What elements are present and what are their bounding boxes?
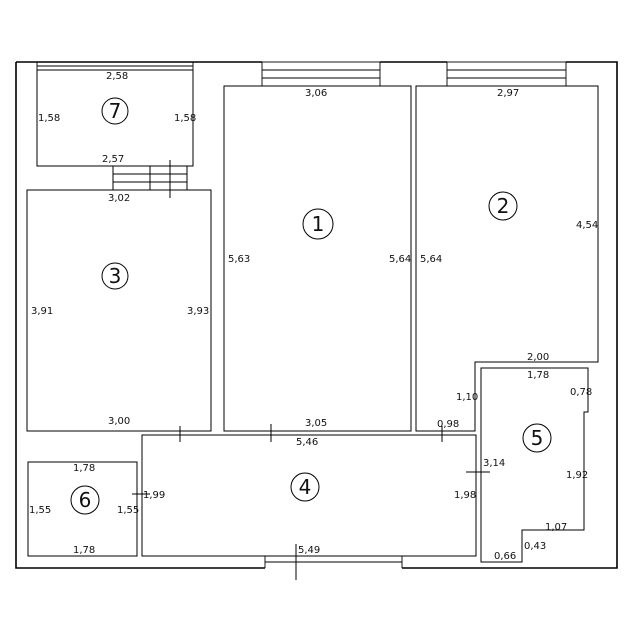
room-7-number: 7 bbox=[109, 99, 122, 123]
room-1-dim-bottom: 3,05 bbox=[305, 418, 327, 429]
room-6-dim-top: 1,78 bbox=[73, 463, 95, 474]
room-3: 3 3,02 3,91 3,93 3,00 bbox=[26, 189, 212, 432]
room-2-dim-bottom: 0,98 bbox=[437, 419, 459, 430]
room-5-dim-right: 1,92 bbox=[566, 470, 588, 481]
room-1-dim-top: 3,06 bbox=[305, 88, 327, 99]
room-1-number-circle bbox=[302, 208, 334, 240]
room-5-dim-top: 1,78 bbox=[527, 370, 549, 381]
room-1: 1 3,06 5,63 5,64 3,05 bbox=[223, 85, 412, 432]
window-room-7 bbox=[36, 61, 194, 71]
room-1-dim-left: 5,63 bbox=[228, 254, 250, 265]
room-3-dim-top: 3,02 bbox=[108, 193, 130, 204]
room-6-dim-left: 1,55 bbox=[29, 505, 51, 516]
room-5-dim-bottom: 0,66 bbox=[494, 551, 516, 562]
room-4-dim-bottom: 5,49 bbox=[298, 545, 320, 556]
room-5-number-circle bbox=[522, 423, 552, 453]
room-6-dim-bottom: 1,78 bbox=[73, 545, 95, 556]
room-3-number-circle bbox=[101, 262, 129, 290]
room-5-dim-left: 3,14 bbox=[483, 458, 505, 469]
room-6: 6 1,78 1,55 1,55 1,78 bbox=[27, 461, 139, 557]
room-7-number-circle bbox=[101, 97, 129, 125]
room-5-number: 5 bbox=[531, 426, 544, 450]
room-7-dim-bottom: 2,57 bbox=[102, 154, 124, 165]
room-7: 7 2,58 1,58 1,58 2,57 bbox=[36, 69, 196, 198]
room-2-dim-step: 2,00 bbox=[527, 352, 549, 363]
room-6-number: 6 bbox=[79, 488, 92, 512]
room-2-dim-inner: 1,10 bbox=[456, 392, 478, 403]
room-4-number: 4 bbox=[299, 475, 312, 499]
room-5-dim-step-inner: 0,43 bbox=[524, 541, 546, 552]
window-room-2 bbox=[446, 61, 567, 87]
room-2-dim-left: 5,64 bbox=[420, 254, 442, 265]
entrance-opening bbox=[264, 544, 403, 580]
room-3-dim-left: 3,91 bbox=[31, 306, 53, 317]
room-6-number-circle bbox=[70, 485, 100, 515]
room-1-dim-right: 5,64 bbox=[389, 254, 411, 265]
room-4-number-circle bbox=[290, 472, 320, 502]
room-4-dim-left: 1,99 bbox=[143, 490, 165, 501]
window-room-1 bbox=[261, 61, 381, 87]
room-6-dim-right: 1,55 bbox=[117, 505, 139, 516]
room-7-dim-top: 2,58 bbox=[106, 71, 128, 82]
room-4-dim-top: 5,46 bbox=[296, 437, 318, 448]
room-7-dim-right: 1,58 bbox=[174, 113, 196, 124]
room-5: 5 1,78 0,78 3,14 1,92 1,07 0,43 0,66 bbox=[480, 367, 592, 563]
outer-wall bbox=[15, 61, 618, 569]
room-2-number: 2 bbox=[497, 194, 510, 218]
room-1-number: 1 bbox=[312, 212, 325, 236]
room-2: 2 2,97 4,54 5,64 2,00 1,10 0,98 bbox=[415, 85, 599, 432]
room-4-dim-right: 1,98 bbox=[454, 490, 476, 501]
room-3-dim-right: 3,93 bbox=[187, 306, 209, 317]
room-3-number: 3 bbox=[109, 264, 122, 288]
room-2-dim-right: 4,54 bbox=[576, 220, 598, 231]
room-5-dim-notch: 0,78 bbox=[570, 387, 592, 398]
room-4: 4 5,46 1,99 1,98 5,49 bbox=[132, 424, 490, 557]
room-5-dim-step: 1,07 bbox=[545, 522, 567, 533]
room-3-dim-bottom: 3,00 bbox=[108, 416, 130, 427]
room-2-number-circle bbox=[488, 191, 518, 221]
room-7-dim-left: 1,58 bbox=[38, 113, 60, 124]
room-2-dim-top: 2,97 bbox=[497, 88, 519, 99]
